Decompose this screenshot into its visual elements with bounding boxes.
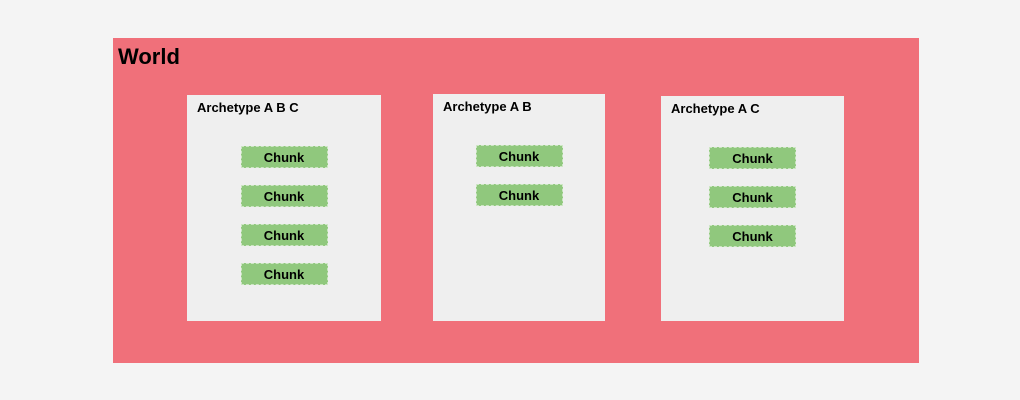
chunk-box: Chunk [709, 147, 796, 169]
chunk-box: Chunk [475, 184, 563, 206]
archetype-title: Archetype A B [443, 99, 532, 114]
chunk-box: Chunk [240, 146, 328, 168]
world-title: World [118, 44, 180, 69]
chunk-box: Chunk [709, 225, 796, 247]
archetype-title: Archetype A B C [197, 100, 299, 115]
chunk-box: Chunk [709, 186, 796, 208]
chunk-box: Chunk [240, 263, 328, 285]
chunk-box: Chunk [240, 224, 328, 246]
archetype-title: Archetype A C [671, 101, 760, 116]
chunk-box: Chunk [240, 185, 328, 207]
chunk-box: Chunk [475, 145, 563, 167]
